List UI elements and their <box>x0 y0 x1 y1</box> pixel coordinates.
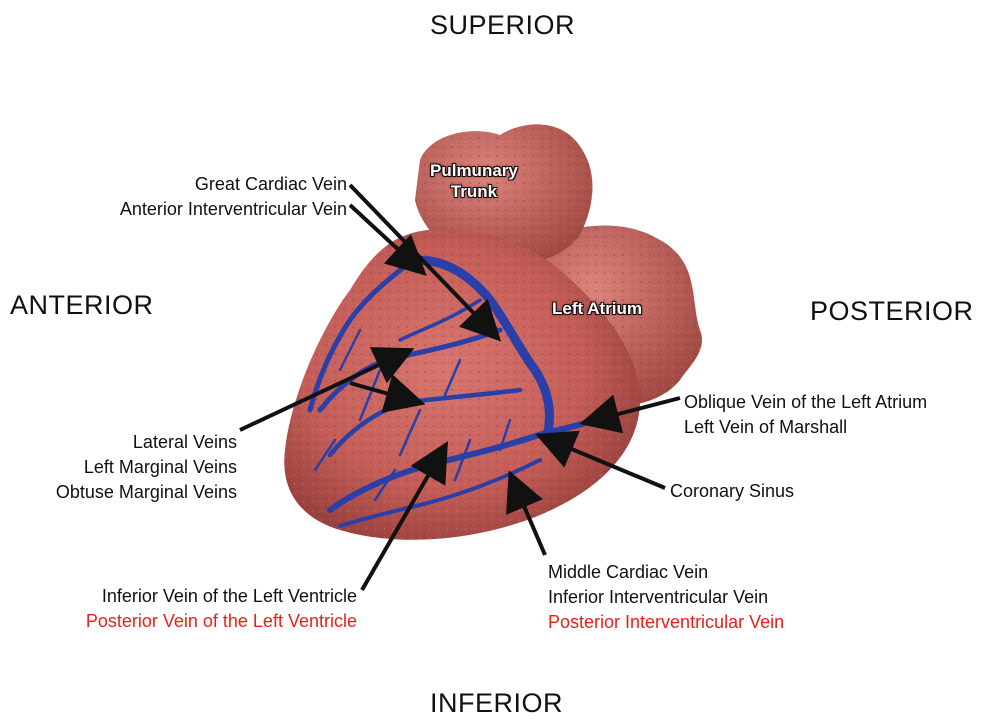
arrow-middle-cardiac-vein <box>515 485 545 555</box>
arrow-lateral-veins-1 <box>240 355 400 430</box>
orientation-posterior: POSTERIOR <box>810 296 974 327</box>
coronary-sinus-label: Coronary Sinus <box>670 479 794 504</box>
arrow-oblique-vein <box>595 398 680 420</box>
arrow-inferior-vein-lv <box>362 455 440 590</box>
oblique-vein-label: Oblique Vein of the Left Atrium Left Vei… <box>684 390 927 440</box>
orientation-anterior: ANTERIOR <box>10 290 154 321</box>
left-atrium-label: Left Atrium <box>552 298 642 319</box>
arrow-anterior-interventricular <box>350 205 415 265</box>
lateral-veins-label: Lateral Veins Left Marginal Veins Obtuse… <box>56 430 237 505</box>
great-cardiac-vein-label: Great Cardiac Vein Anterior Interventric… <box>120 172 347 222</box>
inferior-vein-lv-label: Inferior Vein of the Left Ventricle Post… <box>86 584 357 634</box>
orientation-inferior: INFERIOR <box>430 688 563 719</box>
arrow-coronary-sinus <box>550 440 665 488</box>
arrow-lateral-veins-2 <box>350 383 410 400</box>
pulmonary-trunk-label: Pulmunary Trunk <box>430 160 518 202</box>
arrow-great-cardiac-vein <box>350 185 490 330</box>
middle-cardiac-vein-label: Middle Cardiac Vein Inferior Interventri… <box>548 560 784 635</box>
orientation-superior: SUPERIOR <box>430 10 575 41</box>
